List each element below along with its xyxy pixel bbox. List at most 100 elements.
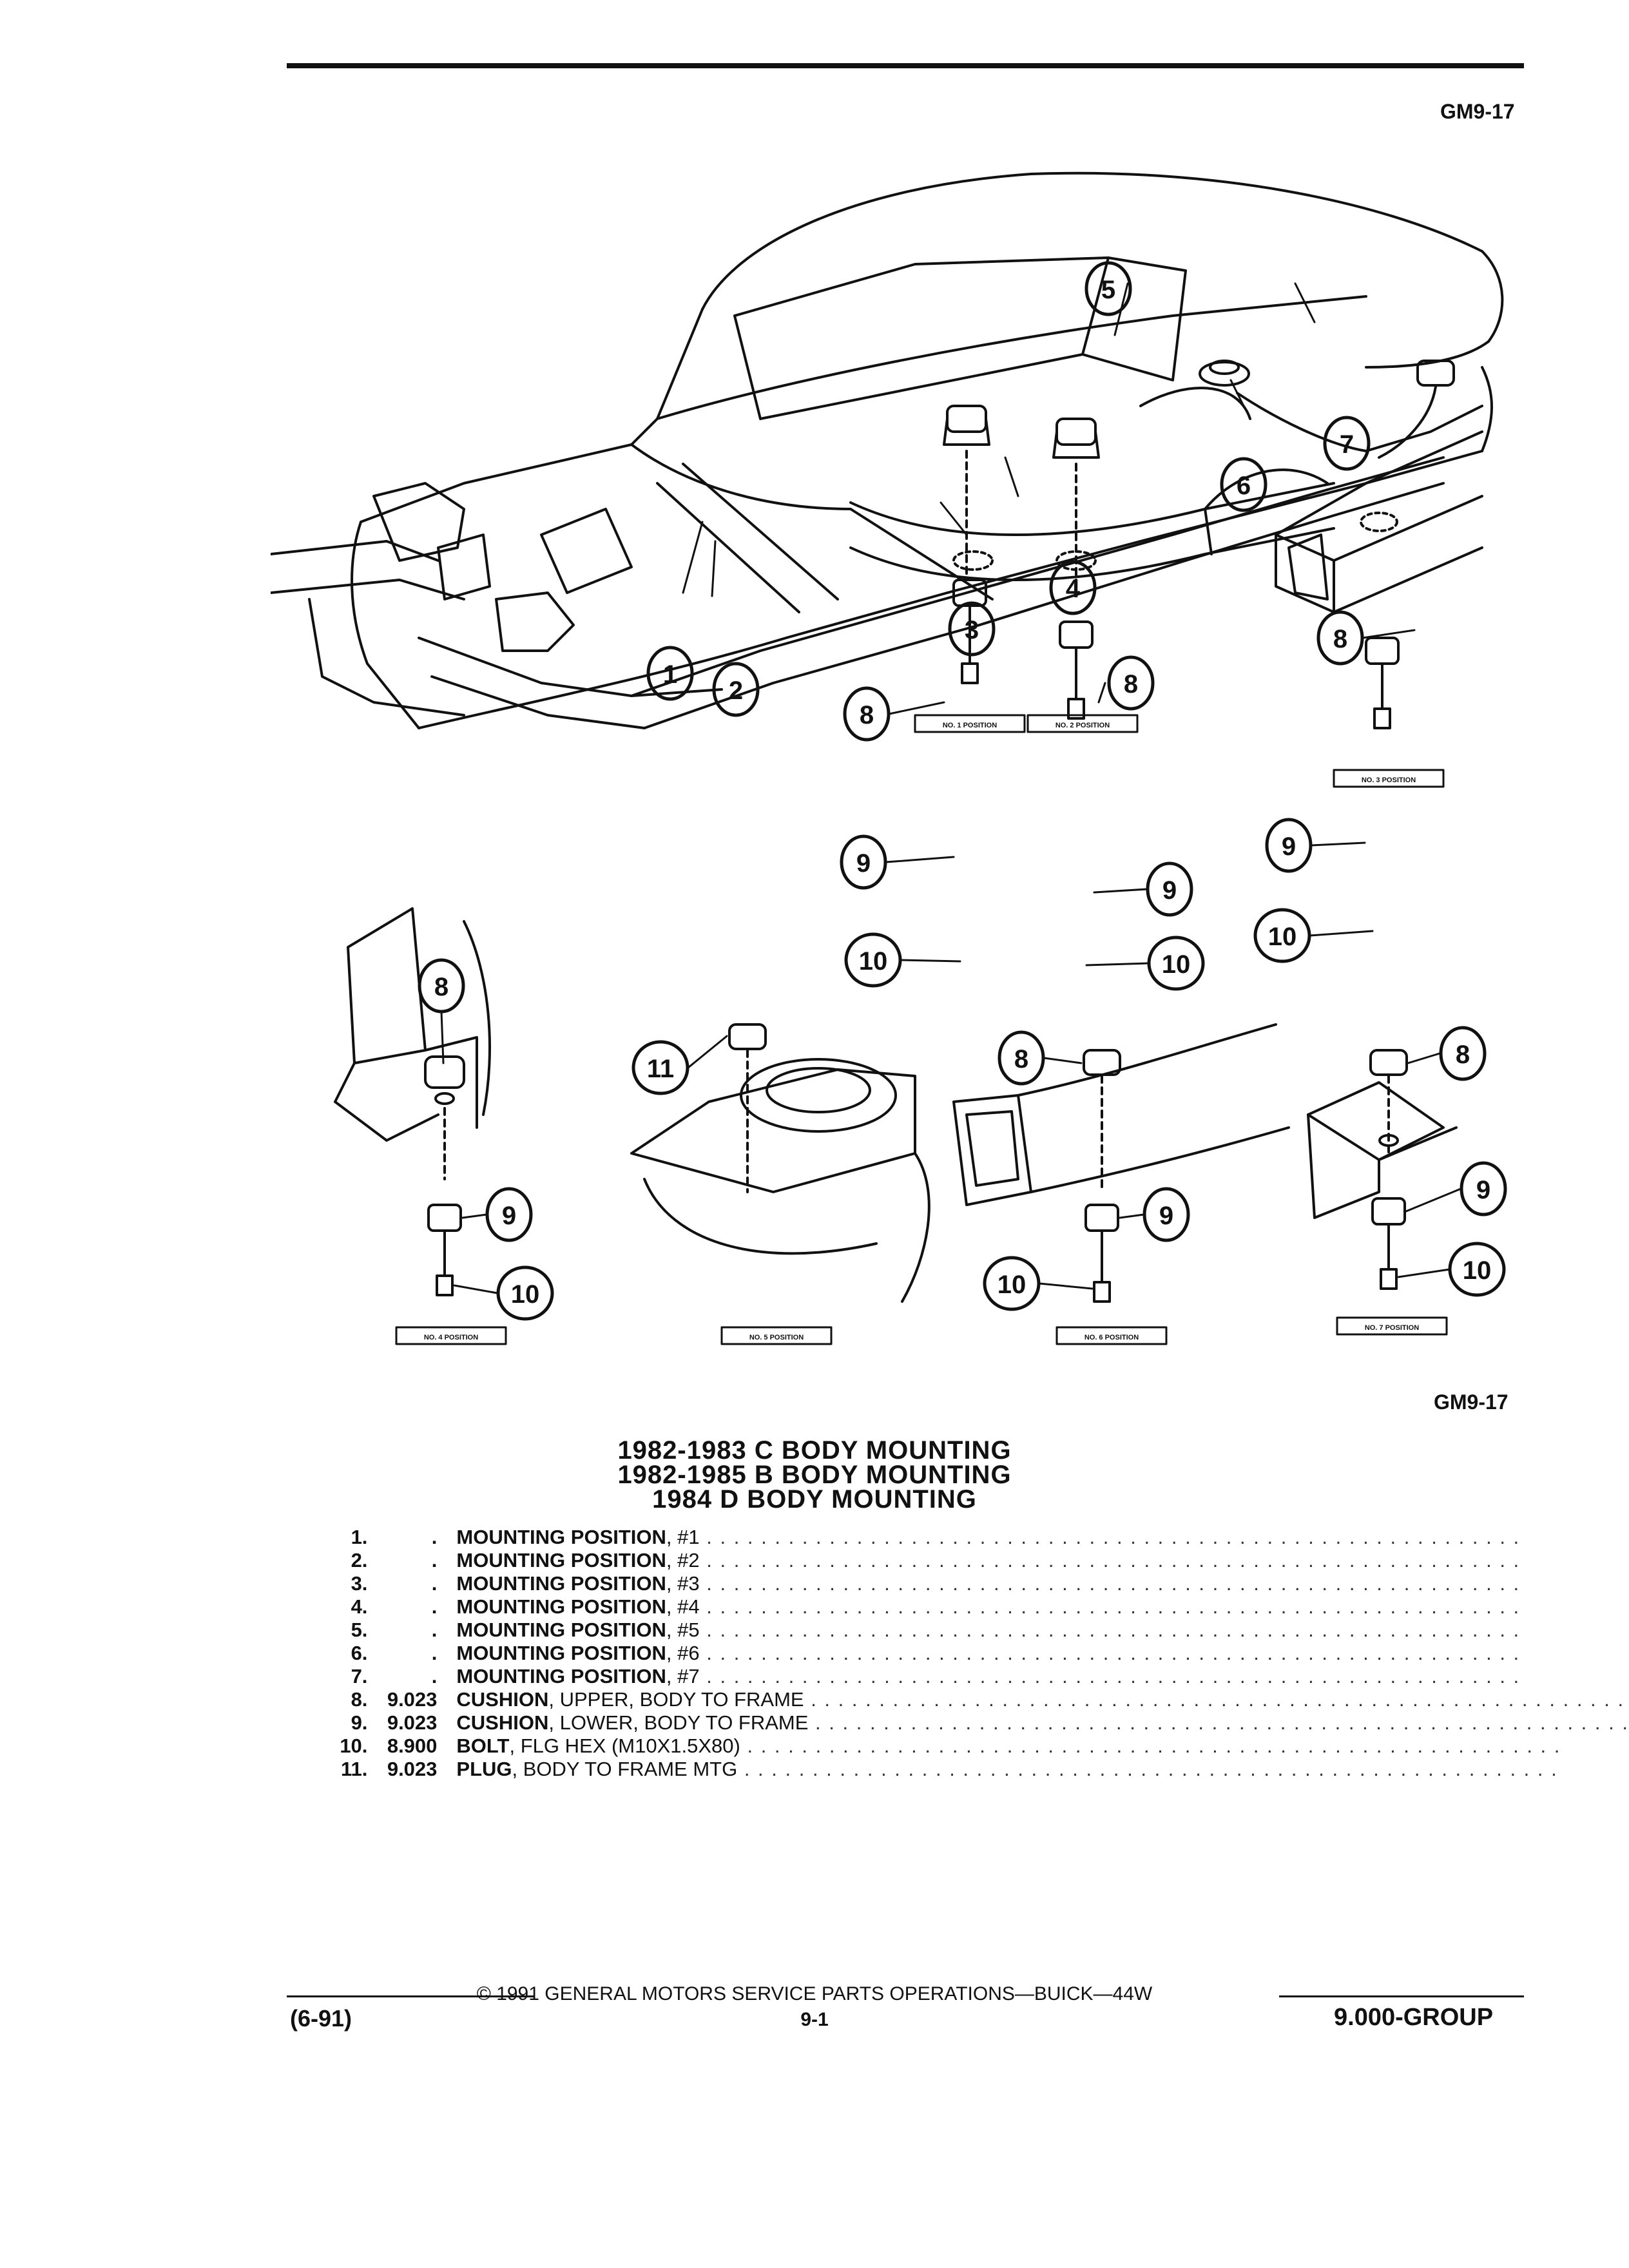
callout-1: 1 bbox=[646, 646, 694, 701]
callout-number: 10 bbox=[1162, 950, 1191, 979]
parts-row: 11. 9.023 PLUG, BODY TO FRAME MTG . . . . … bbox=[335, 1758, 1629, 1781]
callout-number: 9 bbox=[1162, 876, 1177, 905]
position-label-5: NO. 5 POSITION bbox=[749, 1334, 804, 1341]
part-name: MOUNTING POSITION bbox=[456, 1549, 666, 1571]
callout-number: 10 bbox=[859, 947, 888, 975]
part-group: . bbox=[431, 1665, 438, 1687]
callout-9: 9 bbox=[1265, 818, 1313, 873]
part-group: . bbox=[431, 1619, 438, 1641]
part-number: 8. bbox=[351, 1688, 368, 1711]
main-view-leaders bbox=[682, 282, 1316, 597]
callout-number: 8 bbox=[1456, 1041, 1470, 1069]
figure-code-bottom: GM9-17 bbox=[1434, 1390, 1509, 1414]
callout-number: 6 bbox=[1237, 472, 1251, 500]
frame-drawing bbox=[271, 456, 1445, 729]
callout-number: 10 bbox=[511, 1280, 540, 1309]
callout-number: 10 bbox=[1463, 1256, 1492, 1285]
callout-5: 5 bbox=[1084, 261, 1132, 316]
part-name: MOUNTING POSITION bbox=[456, 1642, 666, 1664]
footer-rule-left bbox=[287, 1995, 535, 1997]
part-detail: , #6 bbox=[666, 1642, 700, 1664]
callout-number: 9 bbox=[1476, 1176, 1490, 1204]
part-group: 8.900 bbox=[387, 1735, 438, 1757]
position-label-4: NO. 4 POSITION bbox=[424, 1334, 478, 1341]
part-description: PLUG, BODY TO FRAME MTG . . . . . . . . … bbox=[456, 1758, 1629, 1781]
position-label-6: NO. 6 POSITION bbox=[1084, 1334, 1139, 1341]
part-name: MOUNTING POSITION bbox=[456, 1619, 666, 1641]
part-detail: , #2 bbox=[666, 1549, 700, 1571]
callout-number: 5 bbox=[1101, 276, 1115, 304]
parts-row: 4..MOUNTING POSITION, #4 . . . . . . . .… bbox=[335, 1595, 1629, 1619]
callout-8: 8 bbox=[843, 686, 891, 742]
dot-leader: . . . . . . . . . . . . . . . . . . . . … bbox=[737, 1758, 1558, 1780]
callout-8: 8 bbox=[418, 958, 465, 1014]
dot-leader: . . . . . . . . . . . . . . . . . . . . … bbox=[699, 1572, 1521, 1595]
dot-leader: . . . . . . . . . . . . . . . . . . . . … bbox=[699, 1642, 1521, 1664]
figure-code-top: GM9-17 bbox=[1440, 100, 1515, 123]
part-group: 9.023 bbox=[387, 1688, 438, 1711]
callout-number: 9 bbox=[856, 849, 871, 878]
parts-row: 3.. MOUNTING POSITION, #3 . . . . . . . .… bbox=[335, 1572, 1629, 1595]
part-group: . bbox=[431, 1549, 438, 1571]
dot-leader: . . . . . . . . . . . . . . . . . . . . … bbox=[740, 1735, 1561, 1757]
detail-no6-drawing bbox=[952, 1023, 1290, 1345]
callout-10: 10 bbox=[1253, 908, 1311, 963]
callout-group: 1 2 3 4 5 6 7 8 8 8 8 8 8 9 9 9 9 9 9 10… bbox=[418, 261, 1507, 1321]
callout-number: 3 bbox=[965, 616, 979, 644]
callout-number: 2 bbox=[729, 677, 743, 705]
part-number: 11. bbox=[341, 1758, 368, 1780]
part-name: CUSHION bbox=[456, 1711, 549, 1734]
callout-4: 4 bbox=[1049, 560, 1097, 615]
part-description: MOUNTING POSITION, #3 . . . . . . . . . … bbox=[456, 1572, 1629, 1595]
part-number: 10. bbox=[340, 1735, 368, 1757]
detail-no7-drawing bbox=[1307, 1049, 1458, 1336]
part-name: MOUNTING POSITION bbox=[456, 1665, 666, 1687]
part-name: MOUNTING POSITION bbox=[456, 1572, 666, 1595]
part-description: MOUNTING POSITION, #4 . . . . . . . . . … bbox=[456, 1595, 1629, 1619]
part-detail: , LOWER, BODY TO FRAME bbox=[548, 1711, 809, 1734]
callout-10: 10 bbox=[496, 1265, 554, 1321]
part-name: BOLT bbox=[456, 1735, 510, 1757]
part-description: MOUNTING POSITION, #1 . . . . . . . . . … bbox=[456, 1526, 1629, 1549]
title-line-2: 1982-1985 B BODY MOUNTING bbox=[617, 1461, 1012, 1489]
callout-number: 9 bbox=[502, 1202, 516, 1230]
part-number: 9. bbox=[351, 1711, 368, 1734]
part-group: 9.023 bbox=[387, 1758, 438, 1780]
dot-leader: . . . . . . . . . . . . . . . . . . . . … bbox=[804, 1688, 1625, 1711]
car-body-drawing bbox=[351, 171, 1504, 729]
part-number: 4. bbox=[351, 1595, 368, 1618]
part-number: 1. bbox=[351, 1526, 368, 1548]
part-description: CUSHION, LOWER, BODY TO FRAME . . . . . … bbox=[456, 1711, 1629, 1735]
callout-number: 8 bbox=[434, 973, 448, 1001]
callout-number: 4 bbox=[1066, 575, 1081, 603]
title-line-1: 1982-1983 C BODY MOUNTING bbox=[617, 1436, 1012, 1465]
part-group: . bbox=[431, 1526, 438, 1548]
dot-leader: . . . . . . . . . . . . . . . . . . . . … bbox=[808, 1711, 1629, 1734]
callout-number: 9 bbox=[1159, 1202, 1173, 1230]
part-detail: , BODY TO FRAME MTG bbox=[512, 1758, 738, 1780]
position-label-1: NO. 1 POSITION bbox=[943, 722, 997, 729]
part-number: 2. bbox=[351, 1549, 368, 1571]
part-description: BOLT, FLG HEX (M10X1.5X80) . . . . . . .… bbox=[456, 1735, 1629, 1758]
callout-3: 3 bbox=[948, 601, 996, 657]
callout-number: 10 bbox=[998, 1271, 1027, 1299]
callout-9: 9 bbox=[485, 1187, 533, 1242]
part-description: CUSHION, UPPER, BODY TO FRAME . . . . . … bbox=[456, 1688, 1629, 1711]
page-titles: 1982-1983 C BODY MOUNTING 1982-1985 B BO… bbox=[0, 1436, 1629, 1512]
part-detail: , #5 bbox=[666, 1619, 700, 1641]
part-number: 6. bbox=[351, 1642, 368, 1664]
part-detail: , UPPER, BODY TO FRAME bbox=[548, 1688, 804, 1711]
part-name: MOUNTING POSITION bbox=[456, 1526, 666, 1548]
parts-row: 5..MOUNTING POSITION, #5 . . . . . . . .… bbox=[335, 1619, 1629, 1642]
part-name: PLUG bbox=[456, 1758, 512, 1780]
part-description: MOUNTING POSITION, #7 . . . . . . . . . … bbox=[456, 1665, 1629, 1688]
part-group: . bbox=[431, 1572, 438, 1595]
callout-8: 8 bbox=[1107, 655, 1155, 711]
callout-number: 1 bbox=[663, 660, 677, 689]
part-number: 3. bbox=[351, 1572, 368, 1595]
callout-number: 11 bbox=[647, 1055, 674, 1083]
callout-8: 8 bbox=[998, 1030, 1045, 1086]
footer-date: (6-91) bbox=[290, 2005, 352, 2032]
part-detail: , #7 bbox=[666, 1665, 700, 1687]
part-description: MOUNTING POSITION, #5 . . . . . . . . . … bbox=[456, 1619, 1629, 1642]
